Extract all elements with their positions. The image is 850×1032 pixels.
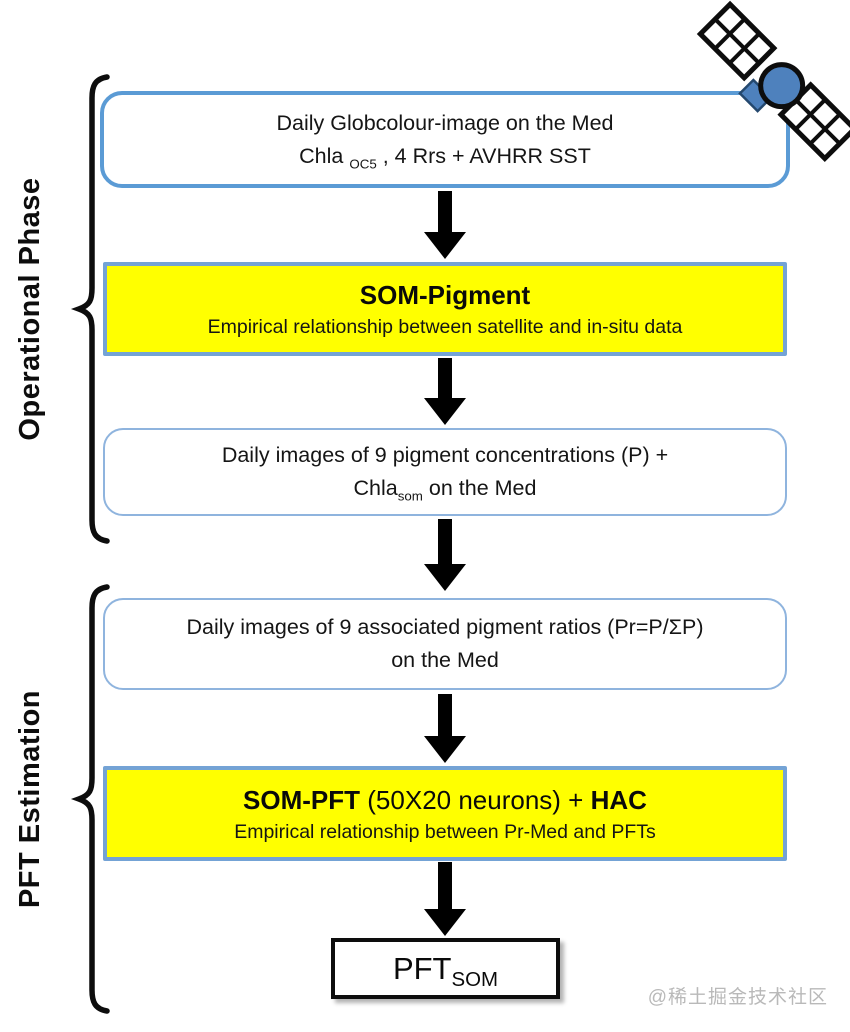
pigment-conc-line2: Chlasom on the Med bbox=[353, 476, 537, 504]
som-pft-subtitle: Empirical relationship between Pr-Med an… bbox=[234, 820, 656, 843]
arrow-shaft bbox=[438, 694, 452, 736]
label-pft-estimation: PFT Estimation bbox=[14, 689, 46, 909]
pigment-conc-line1: Daily images of 9 pigment concentrations… bbox=[221, 443, 669, 467]
label-operational-phase: Operational Phase bbox=[14, 177, 46, 441]
input-line2: Chla OC5 , 4 Rrs + AVHRR SST bbox=[299, 143, 591, 171]
flow-box-input: Daily Globcolour-image on the Med Chla O… bbox=[100, 91, 790, 188]
som-pigment-subtitle: Empirical relationship between satellite… bbox=[207, 316, 683, 338]
pigment-ratios-line2: on the Med bbox=[391, 648, 499, 672]
flow-arrow-2 bbox=[424, 358, 466, 425]
arrow-head bbox=[424, 736, 466, 763]
som-pft-title: SOM-PFT (50X20 neurons) + HAC bbox=[243, 784, 647, 815]
flow-arrow-5 bbox=[424, 862, 466, 936]
watermark: @稀土掘金技术社区 bbox=[647, 987, 828, 1008]
arrow-shaft bbox=[438, 519, 452, 564]
arrow-head bbox=[424, 564, 466, 591]
flow-arrow-3 bbox=[424, 519, 466, 591]
input-line1: Daily Globcolour-image on the Med bbox=[276, 110, 614, 135]
arrow-head bbox=[424, 232, 466, 259]
pigment-ratios-line1: Daily images of 9 associated pigment rat… bbox=[186, 615, 704, 639]
flow-box-pigment-concentrations: Daily images of 9 pigment concentrations… bbox=[103, 428, 787, 516]
output-label: PFTSOM bbox=[392, 950, 499, 991]
flow-arrow-4 bbox=[424, 694, 466, 763]
flow-box-som-pft: SOM-PFT (50X20 neurons) + HAC Empirical … bbox=[103, 766, 787, 861]
arrow-head bbox=[424, 398, 466, 425]
flow-box-som-pigment: SOM-Pigment Empirical relationship betwe… bbox=[103, 262, 787, 356]
som-pigment-title: SOM-Pigment bbox=[359, 280, 531, 310]
arrow-shaft bbox=[438, 358, 452, 398]
flow-arrow-1 bbox=[424, 191, 466, 259]
flow-box-pigment-ratios: Daily images of 9 associated pigment rat… bbox=[103, 598, 787, 690]
arrow-shaft bbox=[438, 191, 452, 232]
flow-box-output: PFTSOM bbox=[331, 938, 560, 999]
arrow-shaft bbox=[438, 862, 452, 909]
arrow-head bbox=[424, 909, 466, 936]
